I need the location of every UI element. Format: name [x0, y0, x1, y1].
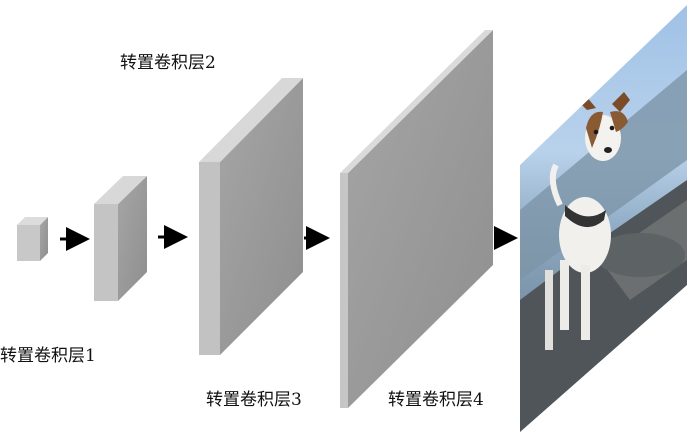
layer3-label: 转置卷积层3: [206, 390, 302, 410]
layer2-block: [94, 176, 147, 301]
layer4-block: [340, 30, 493, 408]
layer1-block: [17, 217, 48, 261]
layer4-label: 转置卷积层4: [388, 390, 484, 410]
layer3-block: [199, 78, 303, 355]
layer2-label: 转置卷积层2: [120, 53, 216, 73]
layer1-label: 转置卷积层1: [0, 346, 96, 366]
dog-photo-icon: [520, 5, 687, 432]
